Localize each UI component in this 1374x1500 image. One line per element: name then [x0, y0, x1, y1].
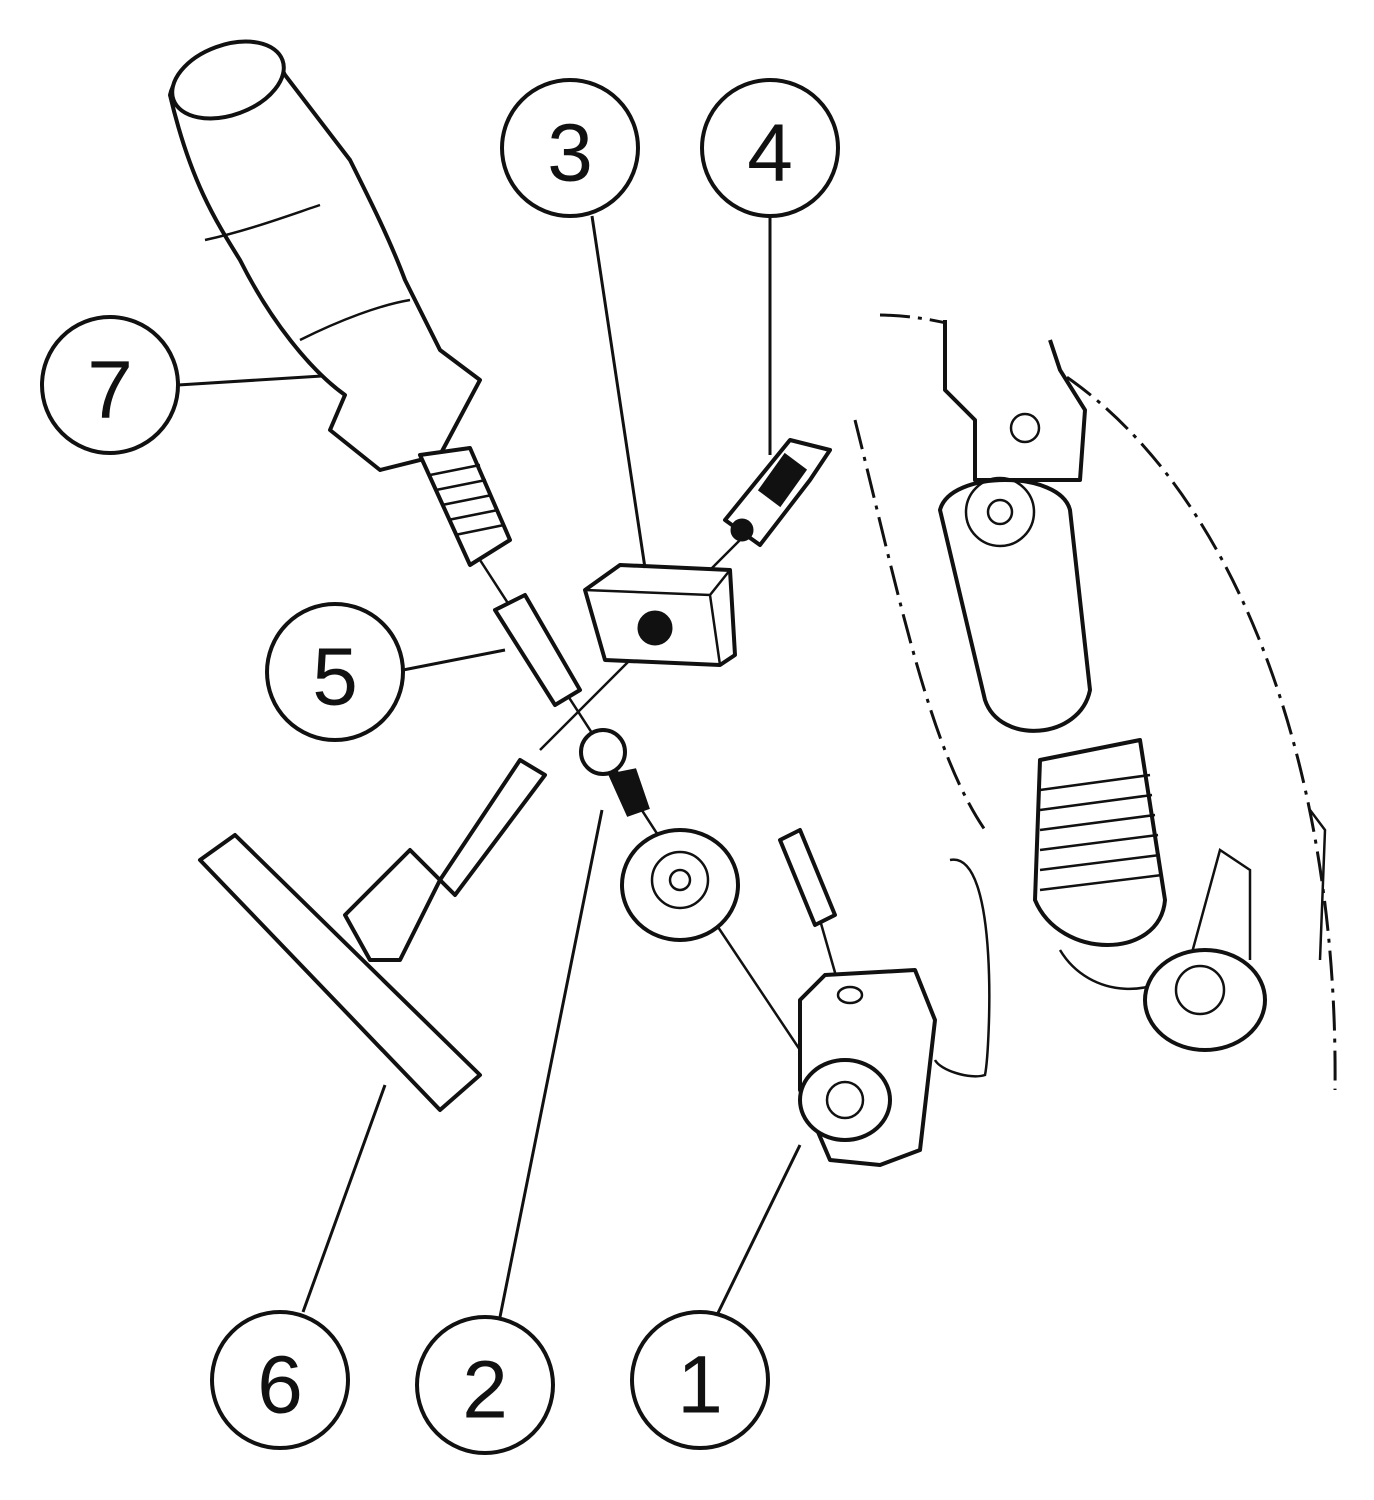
- callout-6: 6: [210, 1310, 350, 1450]
- part-5-pin: [493, 593, 582, 707]
- callout-label: 6: [257, 1340, 303, 1431]
- part-7-screwdriver: [168, 39, 512, 567]
- callout-label: 4: [747, 108, 793, 199]
- callout-label: 5: [312, 632, 358, 723]
- part-6-t-wrench: [198, 758, 547, 1112]
- leader-3: [590, 215, 647, 569]
- callout-label: 1: [677, 1340, 723, 1431]
- part-3-block: [583, 563, 737, 667]
- holder-thread-lines: [1039, 773, 1163, 892]
- leader-lines: [177, 215, 802, 1318]
- callout-5: 5: [265, 602, 405, 742]
- assembled-holder-view: [853, 313, 1337, 1091]
- leader-2: [498, 809, 604, 1318]
- callout-3: 3: [500, 78, 640, 218]
- leader-1: [716, 1144, 802, 1314]
- callout-7: 7: [40, 315, 180, 455]
- part-2-screw: [579, 728, 650, 817]
- leader-7: [177, 374, 323, 387]
- leader-6: [301, 1084, 387, 1313]
- part-4-screw: [723, 438, 832, 547]
- callout-4: 4: [700, 78, 840, 218]
- thread-lines: [429, 463, 505, 537]
- callout-label: 7: [87, 345, 133, 436]
- part-1-clamp: [620, 828, 937, 1167]
- callout-1: 1: [630, 1310, 770, 1450]
- callout-label: 3: [547, 108, 593, 199]
- leader-5: [402, 648, 506, 672]
- callout-2: 2: [415, 1315, 555, 1455]
- callout-label: 2: [462, 1345, 508, 1436]
